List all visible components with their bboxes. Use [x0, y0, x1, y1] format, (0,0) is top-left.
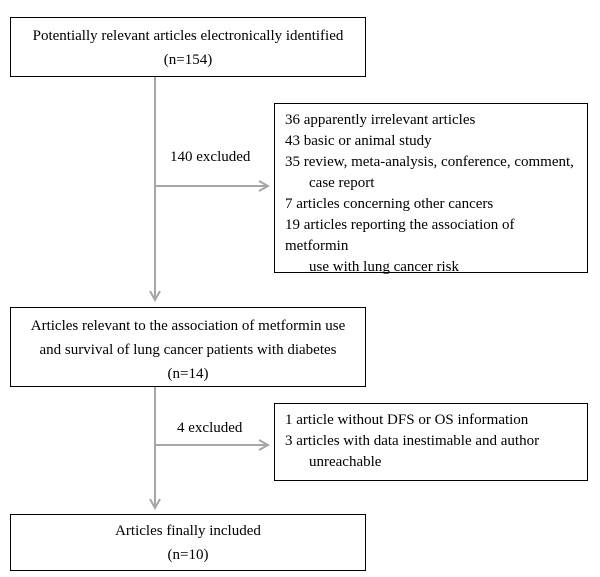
relevant-line-1: Articles relevant to the association of …	[30, 318, 346, 334]
excluded-item: 3 articles with data inestimable and aut…	[285, 433, 540, 470]
excluded-reasons-box-2: 1 article without DFS or OS information …	[274, 403, 588, 481]
included-count: (n=10)	[167, 547, 209, 563]
identified-count: (n=154)	[163, 52, 213, 68]
identified-title: Potentially relevant articles electronic…	[32, 28, 344, 44]
excluded-item: 36 apparently irrelevant articles	[285, 112, 476, 128]
relevant-box: Articles relevant to the association of …	[10, 307, 366, 387]
excluded-item: 35 review, meta-analysis, conference, co…	[285, 154, 574, 191]
excluded-item: 19 articles reporting the association of…	[285, 217, 515, 275]
relevant-line-2: and survival of lung cancer patients wit…	[39, 342, 337, 358]
excluded-140-label: 140 excluded	[168, 147, 253, 167]
identified-box: Potentially relevant articles electronic…	[10, 17, 366, 77]
excluded-item: 43 basic or animal study	[285, 133, 432, 149]
excluded-item: 7 articles concerning other cancers	[285, 196, 494, 212]
relevant-count: (n=14)	[167, 366, 209, 382]
included-box: Articles finally included (n=10)	[10, 514, 366, 571]
excluded-item: 1 article without DFS or OS information	[285, 412, 529, 428]
included-title: Articles finally included	[115, 523, 261, 539]
excluded-reasons-box-1: 36 apparently irrelevant articles 43 bas…	[274, 103, 588, 275]
excluded-4-label: 4 excluded	[175, 418, 245, 438]
